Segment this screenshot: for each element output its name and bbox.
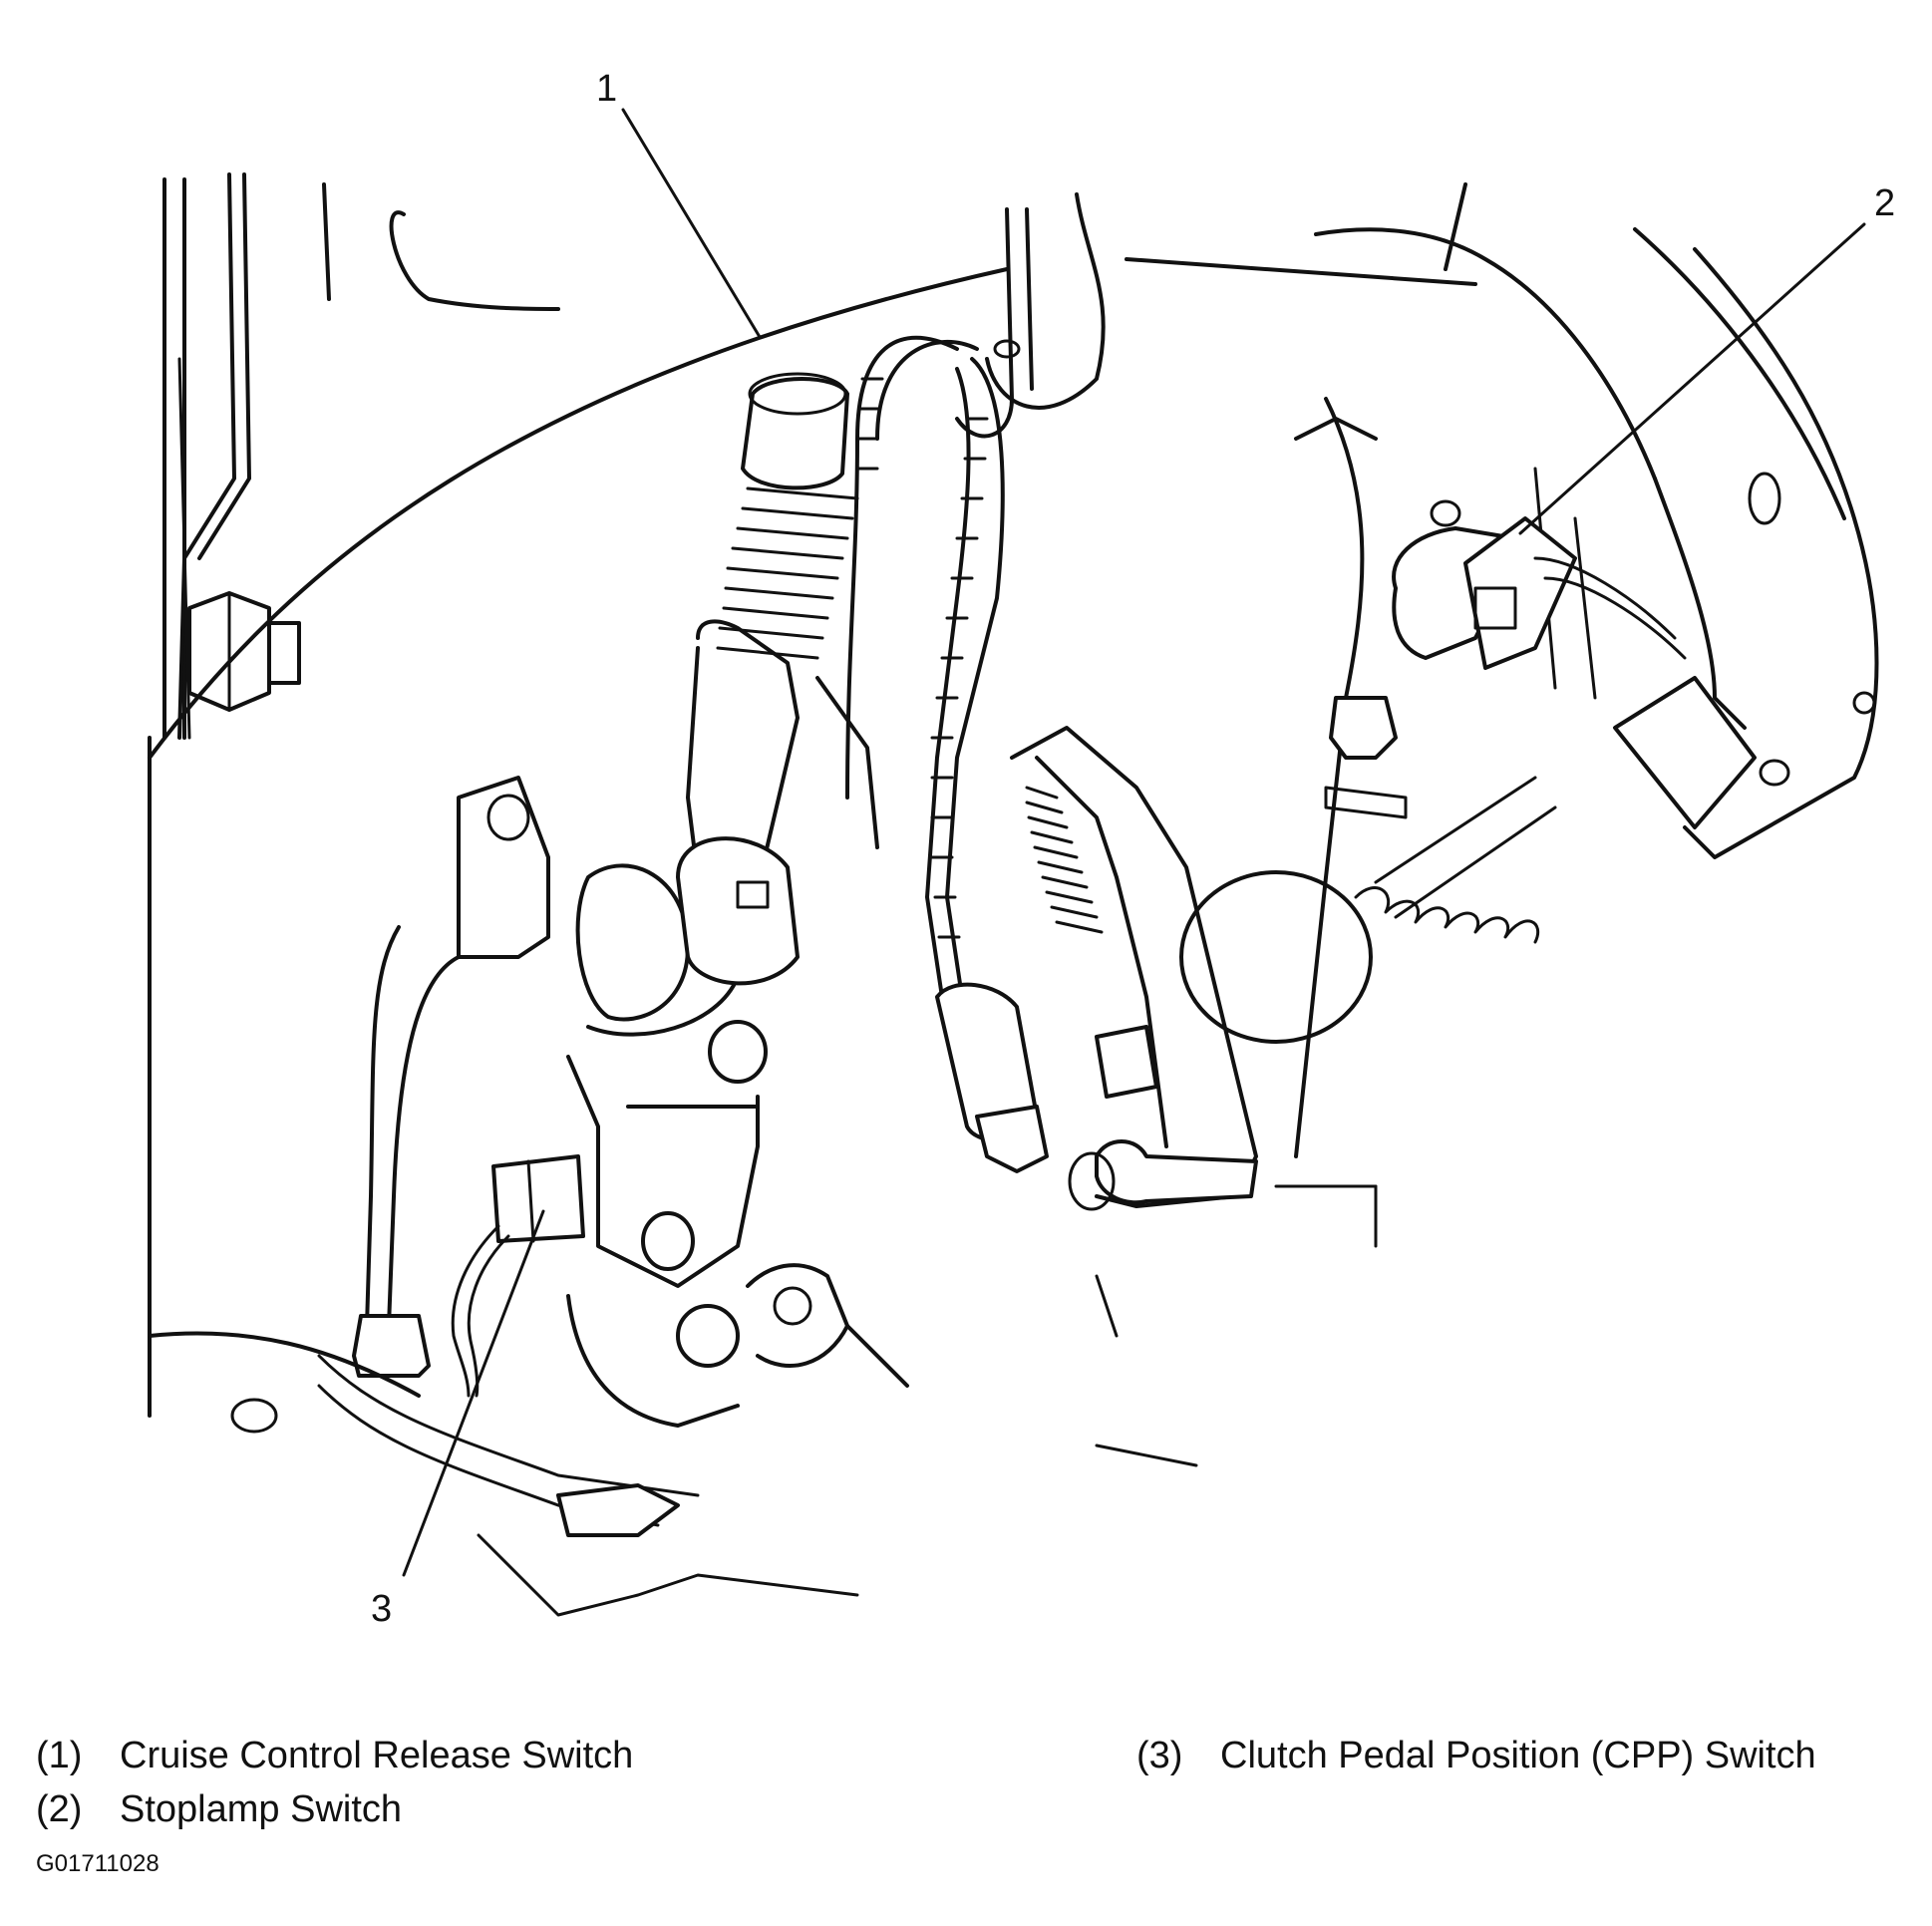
legend-item-2: (2) Stoplamp Switch <box>36 1790 402 1828</box>
leader-line-1 <box>621 108 762 339</box>
pedal-bracket <box>955 182 1477 439</box>
callout-2: 2 <box>1874 182 1896 224</box>
left-body-panel <box>148 172 331 1418</box>
leader-lines <box>402 108 1866 1577</box>
cpp-switch <box>451 1154 585 1398</box>
callout-3: 3 <box>371 1588 393 1630</box>
figure-id: G01711028 <box>36 1850 160 1877</box>
pedal-pivot <box>1179 870 1373 1044</box>
firewall-edge <box>148 267 1009 760</box>
lower-floor <box>148 1184 1378 1617</box>
legend-item-1: (1) Cruise Control Release Switch <box>36 1737 633 1774</box>
pedal-assembly-illustration <box>148 108 1879 1617</box>
cruise-control-release-switch <box>716 372 859 660</box>
callout-1: 1 <box>596 68 618 110</box>
leader-line-2 <box>1518 222 1866 535</box>
right-bracket <box>1294 227 1879 1158</box>
firewall-contour <box>389 210 560 311</box>
legend-number: (1) <box>36 1735 83 1776</box>
return-spring-right <box>1354 776 1557 944</box>
clutch-lever <box>1010 726 1258 1211</box>
legend-label: Cruise Control Release Switch <box>120 1735 634 1776</box>
stoplamp-switch <box>1324 516 1687 819</box>
wiring-harness <box>815 335 1049 1173</box>
legend-label: Stoplamp Switch <box>120 1788 403 1830</box>
leader-line-3 <box>402 1209 545 1577</box>
legend-label: Clutch Pedal Position (CPP) Switch <box>1220 1735 1816 1776</box>
legend-item-3: (3) Clutch Pedal Position (CPP) Switch <box>1136 1737 1816 1774</box>
brake-rod <box>352 925 461 1378</box>
legend-number: (3) <box>1136 1735 1183 1776</box>
brake-pedal-bracket <box>457 619 909 1428</box>
legend-number: (2) <box>36 1788 83 1830</box>
left-bolt <box>187 591 301 712</box>
